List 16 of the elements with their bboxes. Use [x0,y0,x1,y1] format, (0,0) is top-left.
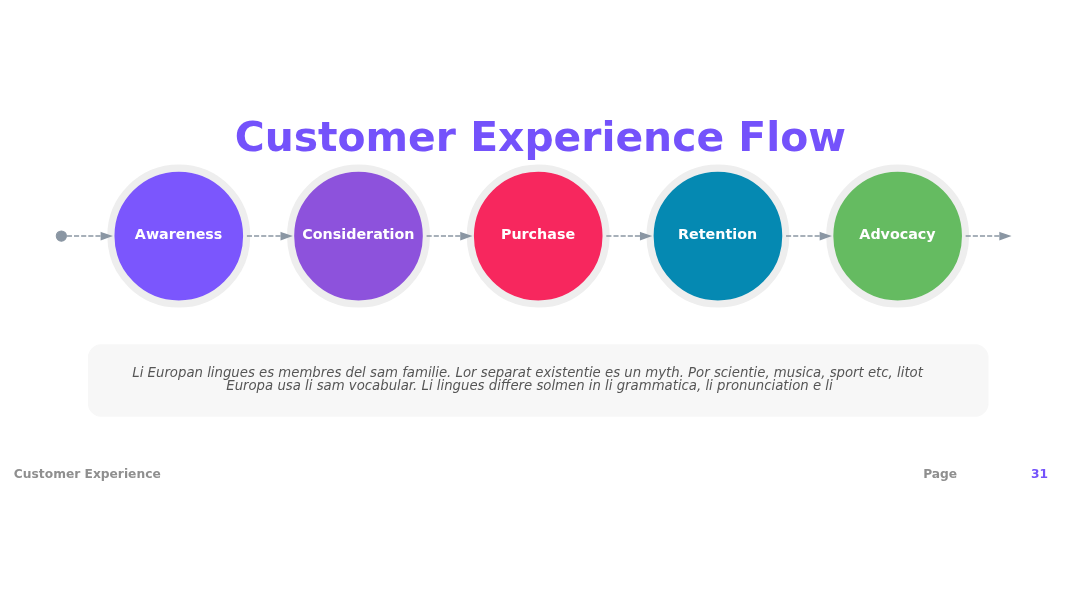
label: Customer Experience [13,466,161,481]
label: Page [923,466,958,481]
node-circle [55,229,67,242]
node-circle: Awareness [107,164,251,308]
arrow [66,231,113,240]
arrow [425,231,473,240]
node-circle: Purchase [466,164,610,308]
arrow [785,231,832,240]
diagram-title: Customer Experience Flow [234,112,846,161]
label: 31 [1030,466,1048,481]
arrow [964,231,1012,240]
node-circle: Retention [646,164,790,308]
node-circle: Consideration [287,164,430,308]
arrow [246,231,293,240]
arrow [605,231,653,240]
node-circle: Advocacy [826,164,970,308]
